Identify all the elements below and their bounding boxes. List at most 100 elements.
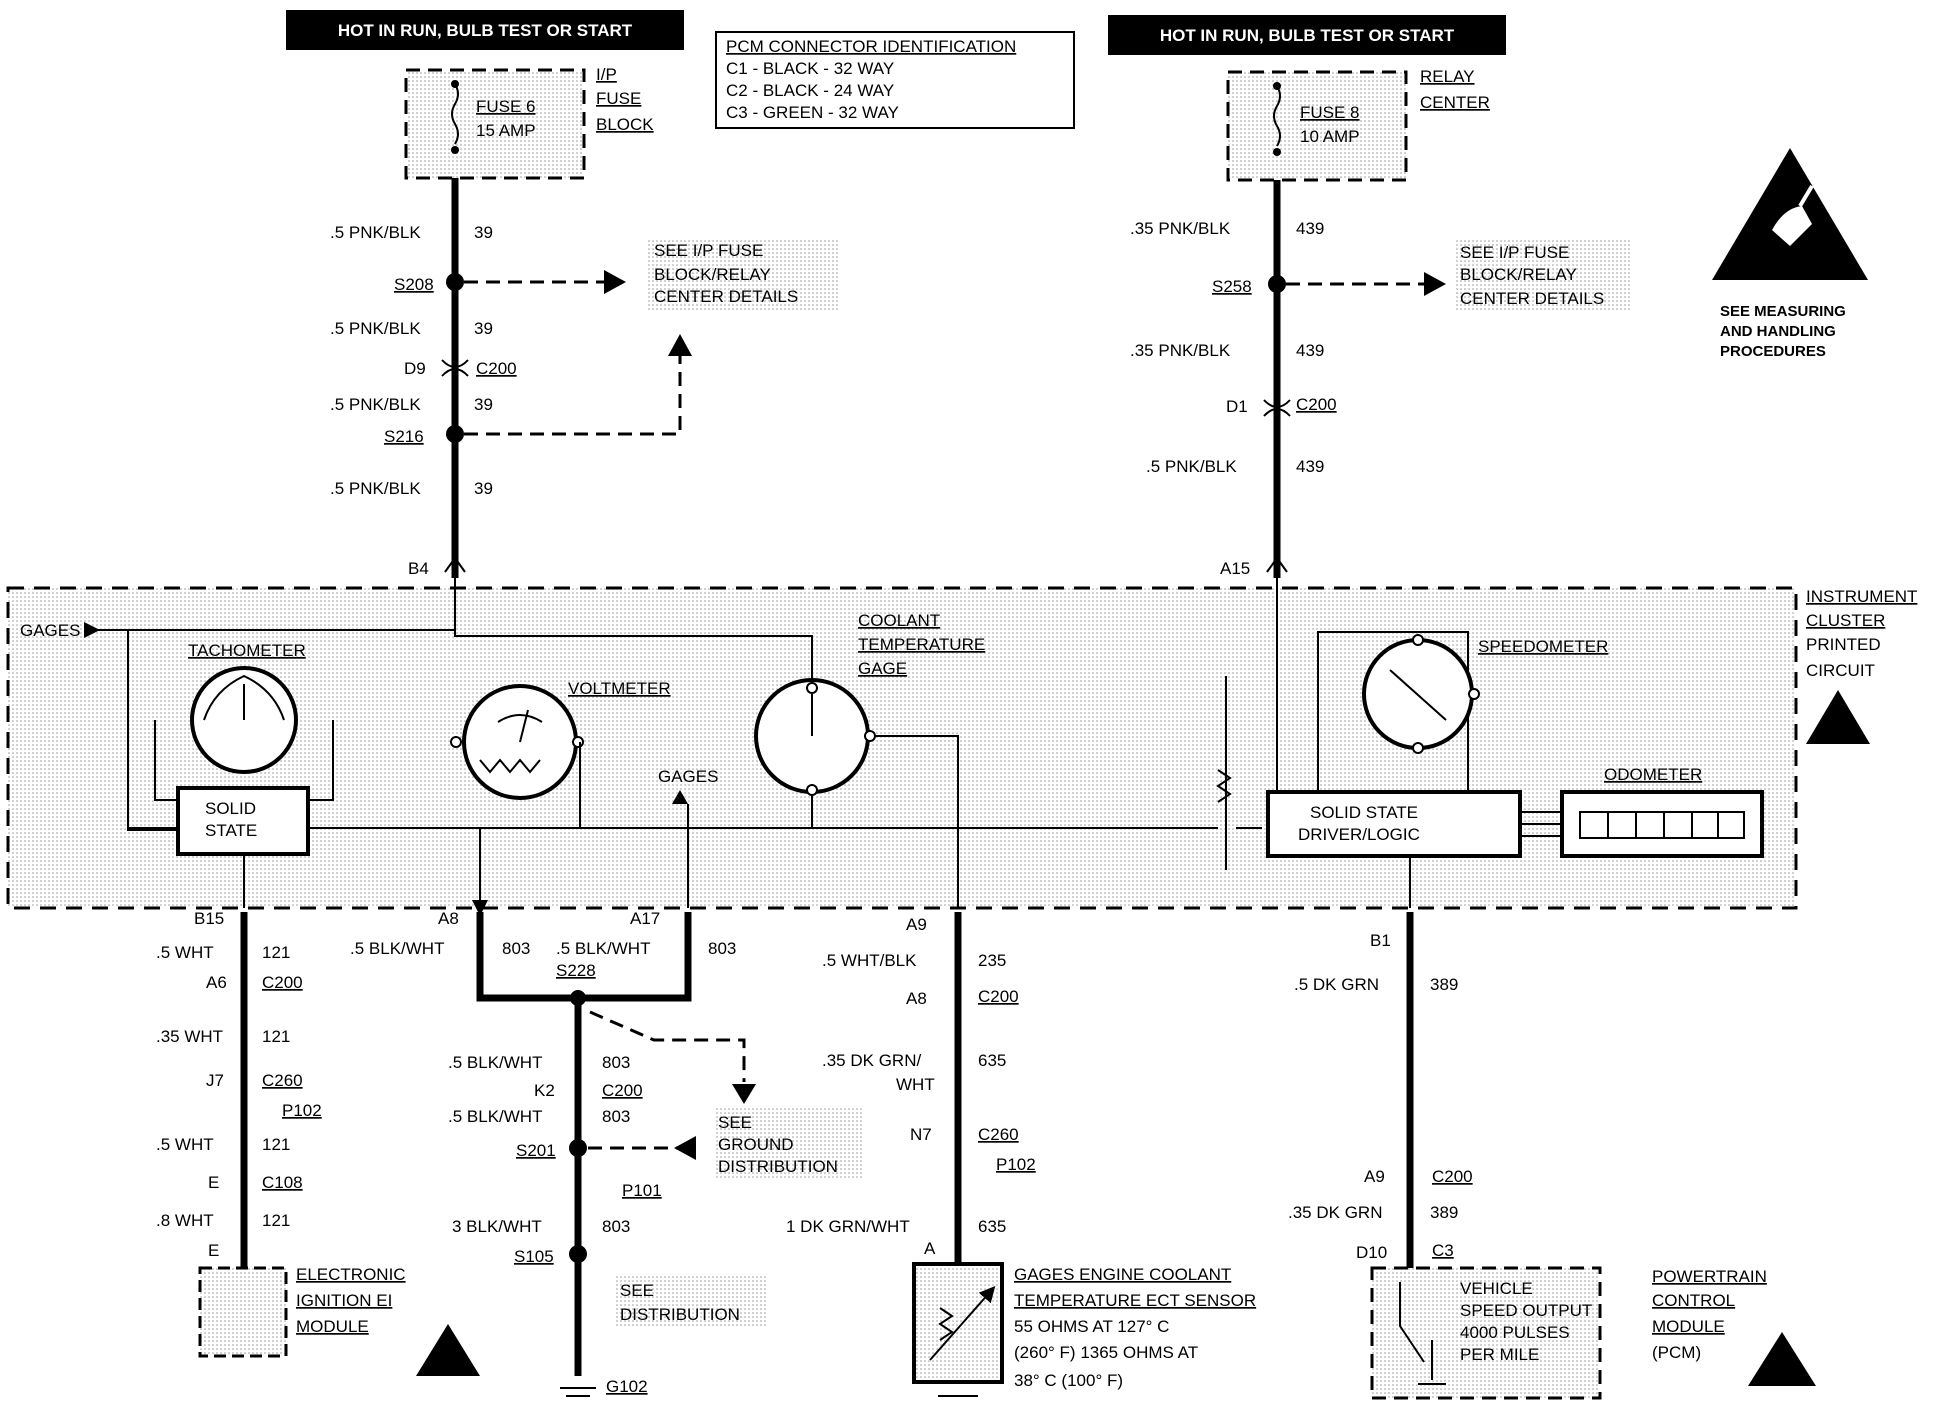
pcm-module: VEHICLE SPEED OUTPUT 4000 PULSES PER MIL… xyxy=(1370,1266,1816,1400)
svg-text:803: 803 xyxy=(602,1107,630,1126)
svg-text:J7: J7 xyxy=(206,1071,224,1090)
svg-text:.5 BLK/WHT: .5 BLK/WHT xyxy=(448,1107,542,1126)
svg-text:TEMPERATURE ECT SENSOR: TEMPERATURE ECT SENSOR xyxy=(1014,1291,1256,1310)
svg-text:PER MILE: PER MILE xyxy=(1460,1345,1539,1364)
svg-text:55 OHMS AT 127° C: 55 OHMS AT 127° C xyxy=(1014,1317,1169,1336)
svg-text:I/P: I/P xyxy=(596,65,617,84)
circuit-389: B1 .5 DK GRN 389 A9 C200 .35 DK GRN 389 … xyxy=(1288,912,1473,1274)
svg-text:WHT: WHT xyxy=(896,1075,935,1094)
svg-text:C260: C260 xyxy=(978,1125,1019,1144)
svg-text:C200: C200 xyxy=(476,359,517,378)
svg-text:HOT IN RUN, BULB TEST OR START: HOT IN RUN, BULB TEST OR START xyxy=(338,21,633,40)
svg-text:FUSE 8: FUSE 8 xyxy=(1300,103,1360,122)
tachometer: TACHOMETER SOLID STATE xyxy=(154,641,334,908)
svg-text:POWERTRAIN: POWERTRAIN xyxy=(1652,1267,1767,1286)
power-label-right: HOT IN RUN, BULB TEST OR START xyxy=(1108,15,1506,55)
svg-text:SOLID: SOLID xyxy=(205,799,256,818)
svg-text:ODOMETER: ODOMETER xyxy=(1604,765,1702,784)
svg-text:DISTRIBUTION: DISTRIBUTION xyxy=(620,1305,740,1324)
circuit-803: A8 A17 .5 BLK/WHT 803 .5 BLK/WHT 803 S22… xyxy=(350,909,864,1397)
svg-text:B4: B4 xyxy=(408,559,429,578)
circuit-439-labels: .35 PNK/BLK 439 S258 .35 PNK/BLK 439 D1 … xyxy=(1130,219,1632,578)
svg-text:439: 439 xyxy=(1296,219,1324,238)
svg-text:389: 389 xyxy=(1430,1203,1458,1222)
svg-text:635: 635 xyxy=(978,1217,1006,1236)
svg-text:.5 WHT/BLK: .5 WHT/BLK xyxy=(822,951,917,970)
power-label-left: HOT IN RUN, BULB TEST OR START xyxy=(286,10,684,50)
svg-text:SEE: SEE xyxy=(718,1113,752,1132)
svg-text:CLUSTER: CLUSTER xyxy=(1806,611,1885,630)
svg-text:B15: B15 xyxy=(194,909,224,928)
circuit-235-635: A9 .5 WHT/BLK 235 A8 C200 .35 DK GRN/ WH… xyxy=(786,912,1036,1262)
svg-text:.5 WHT: .5 WHT xyxy=(156,1135,214,1154)
voltmeter: VOLTMETER xyxy=(450,679,671,916)
svg-text:.5 BLK/WHT: .5 BLK/WHT xyxy=(448,1053,542,1072)
svg-text:BLOCK/RELAY: BLOCK/RELAY xyxy=(654,265,771,284)
svg-text:389: 389 xyxy=(1430,975,1458,994)
svg-text:MODULE: MODULE xyxy=(296,1317,369,1336)
pcm-connector-c1: C1 - BLACK - 32 WAY xyxy=(726,59,894,78)
svg-text:DISTRIBUTION: DISTRIBUTION xyxy=(718,1157,838,1176)
svg-text:.5 BLK/WHT: .5 BLK/WHT xyxy=(556,939,650,958)
svg-text:.35 DK GRN: .35 DK GRN xyxy=(1288,1203,1382,1222)
svg-text:A9: A9 xyxy=(906,915,927,934)
svg-text:BLOCK: BLOCK xyxy=(596,115,654,134)
svg-text:SEE I/P FUSE: SEE I/P FUSE xyxy=(654,241,763,260)
svg-text:B1: B1 xyxy=(1370,931,1391,950)
svg-text:39: 39 xyxy=(474,223,493,242)
svg-text:CONTROL: CONTROL xyxy=(1652,1291,1735,1310)
svg-text:E: E xyxy=(208,1173,219,1192)
svg-text:.35 PNK/BLK: .35 PNK/BLK xyxy=(1130,219,1231,238)
svg-text:SEE: SEE xyxy=(620,1281,654,1300)
svg-text:803: 803 xyxy=(602,1217,630,1236)
svg-text:A6: A6 xyxy=(206,973,227,992)
svg-text:.35 DK GRN/: .35 DK GRN/ xyxy=(822,1051,921,1070)
svg-text:CENTER DETAILS: CENTER DETAILS xyxy=(654,287,798,306)
svg-text:.5 DK GRN: .5 DK GRN xyxy=(1294,975,1379,994)
svg-text:TACHOMETER: TACHOMETER xyxy=(188,641,306,660)
svg-text:A17: A17 xyxy=(630,909,660,928)
svg-text:.5 PNK/BLK: .5 PNK/BLK xyxy=(1146,457,1237,476)
svg-text:SEE I/P FUSE: SEE I/P FUSE xyxy=(1460,243,1569,262)
pcm-connector-c2: C2 - BLACK - 24 WAY xyxy=(726,81,894,100)
svg-text:P101: P101 xyxy=(622,1181,662,1200)
esd-icon-ei xyxy=(416,1324,480,1376)
ect-sensor: GAGES ENGINE COOLANT TEMPERATURE ECT SEN… xyxy=(912,1262,1256,1397)
svg-text:(260° F) 1365 OHMS AT: (260° F) 1365 OHMS AT xyxy=(1014,1343,1198,1362)
svg-text:S228: S228 xyxy=(556,961,596,980)
svg-text:C200: C200 xyxy=(262,973,303,992)
svg-text:CENTER: CENTER xyxy=(1420,93,1490,112)
pcm-connector-c3: C3 - GREEN - 32 WAY xyxy=(726,103,899,122)
svg-text:3 BLK/WHT: 3 BLK/WHT xyxy=(452,1217,542,1236)
svg-text:1 DK GRN/WHT: 1 DK GRN/WHT xyxy=(786,1217,910,1236)
esd-icon-cluster xyxy=(1806,690,1870,744)
circuit-439-wire xyxy=(1263,180,1446,578)
svg-text:235: 235 xyxy=(978,951,1006,970)
svg-text:K2: K2 xyxy=(534,1081,555,1100)
svg-text:HOT IN RUN, BULB TEST OR START: HOT IN RUN, BULB TEST OR START xyxy=(1160,26,1455,45)
svg-text:.35 PNK/BLK: .35 PNK/BLK xyxy=(1130,341,1231,360)
svg-text:RELAY: RELAY xyxy=(1420,67,1475,86)
svg-text:PROCEDURES: PROCEDURES xyxy=(1720,343,1826,360)
svg-text:S216: S216 xyxy=(384,427,424,446)
svg-text:121: 121 xyxy=(262,1027,290,1046)
svg-text:GAGES: GAGES xyxy=(658,767,718,786)
svg-text:VEHICLE: VEHICLE xyxy=(1460,1279,1533,1298)
svg-text:CIRCUIT: CIRCUIT xyxy=(1806,661,1875,680)
svg-text:SPEEDOMETER: SPEEDOMETER xyxy=(1478,637,1608,656)
svg-text:A9: A9 xyxy=(1364,1167,1385,1186)
svg-text:.5 PNK/BLK: .5 PNK/BLK xyxy=(330,395,421,414)
svg-text:.5 BLK/WHT: .5 BLK/WHT xyxy=(350,939,444,958)
svg-text:A: A xyxy=(924,1239,936,1258)
circuit-39-labels: .5 PNK/BLK 39 S208 .5 PNK/BLK 39 D9 C200… xyxy=(330,223,838,578)
svg-text:635: 635 xyxy=(978,1051,1006,1070)
svg-text:IGNITION EI: IGNITION EI xyxy=(296,1291,392,1310)
svg-text:38° C (100° F): 38° C (100° F) xyxy=(1014,1371,1123,1390)
svg-text:GROUND: GROUND xyxy=(718,1135,794,1154)
svg-text:E: E xyxy=(208,1241,219,1260)
ei-module: ELECTRONIC IGNITION EI MODULE xyxy=(198,1265,480,1376)
svg-text:(PCM): (PCM) xyxy=(1652,1343,1701,1362)
svg-text:P102: P102 xyxy=(282,1101,322,1120)
svg-text:STATE: STATE xyxy=(205,821,257,840)
